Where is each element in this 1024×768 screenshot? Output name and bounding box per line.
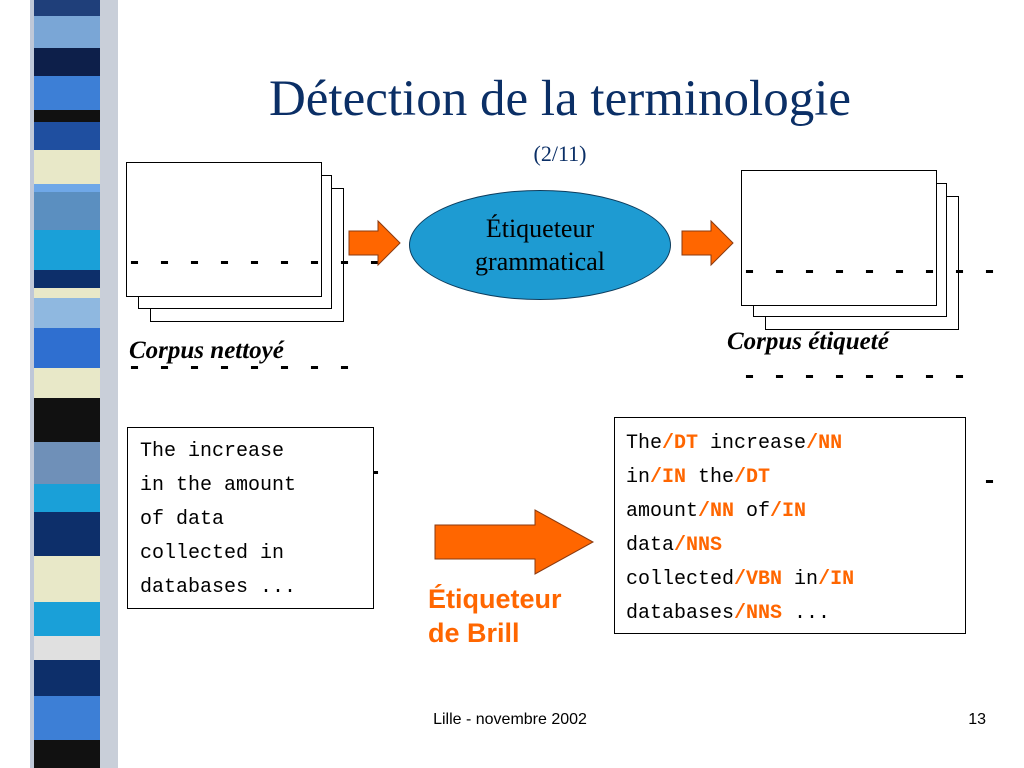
text-line: collected in [140,542,285,565]
brill-label-line1: Étiqueteur [428,584,562,614]
right-arrow-icon [681,219,734,267]
token-word: databases [626,602,735,625]
token-word: amount [626,500,699,523]
document-page-front: - - - - - - - - - - - - - - - - - - - - … [126,162,383,487]
token-word: in [782,568,819,591]
token-word: of [734,500,771,523]
pos-tag: /NN [698,500,735,523]
brill-label-line2: de Brill [428,618,520,648]
slide-subtitle: (2/11) [533,141,587,166]
tagged-line: collected/VBN in/IN [626,563,965,597]
page-number: 13 [968,711,986,728]
dash-line: - - - - - - - - [127,353,353,382]
dash-line: - - - - - - - - - [127,248,383,277]
pos-tag: /IN [650,466,687,489]
text-line: databases ... [140,576,297,599]
pos-tag: /VBN [734,568,783,591]
tagger-label-line2: grammatical [475,247,605,276]
pos-tag: /DT [662,432,699,455]
tagged-line: data/NNS [626,529,965,563]
dash-line: - - - - - - - - [742,362,968,391]
pos-tag: /IN [818,568,855,591]
pos-tag: /NNS [734,602,783,625]
tagged-line: amount/NN of/IN [626,495,965,529]
document-page-front: - - - - - - - - - - - - - - - - - - - - … [741,170,998,496]
input-text-box: The increase in the amount of data colle… [127,427,374,609]
dash-line: - - - - - - - - - [742,257,998,286]
token-word: in [626,466,651,489]
pos-tag: /NNS [674,534,723,557]
slide-title: Détection de la terminologie [268,71,852,127]
token-word: increase [698,432,807,455]
footer-text: Lille - novembre 2002 [433,711,587,728]
right-arrow-icon [348,219,401,267]
tagged-line: The/DT increase/NN [626,427,965,461]
token-word: collected [626,568,735,591]
pos-tag: /NN [806,432,843,455]
token-word: The [626,432,663,455]
pos-tag: /DT [734,466,771,489]
tagger-ellipse: Étiqueteur grammatical [409,190,671,300]
text-line: in the amount [140,474,297,497]
decorative-stripe [0,0,118,768]
pos-tag: /IN [770,500,807,523]
brill-tagger-label: Étiqueteur de Brill [428,582,562,650]
token-word: ... [782,602,831,625]
right-arrow-icon [434,509,595,575]
tagged-line: in/IN the/DT [626,461,965,495]
left-corpus-caption: Corpus nettoyé [129,337,284,364]
text-line: of data [140,508,225,531]
token-word: data [626,534,675,557]
right-corpus-caption: Corpus étiqueté [727,328,889,355]
token-word: the [686,466,735,489]
text-line: The increase [140,440,285,463]
tagger-label-line1: Étiqueteur [485,214,595,243]
tagged-line: databases/NNS ... [626,597,965,631]
